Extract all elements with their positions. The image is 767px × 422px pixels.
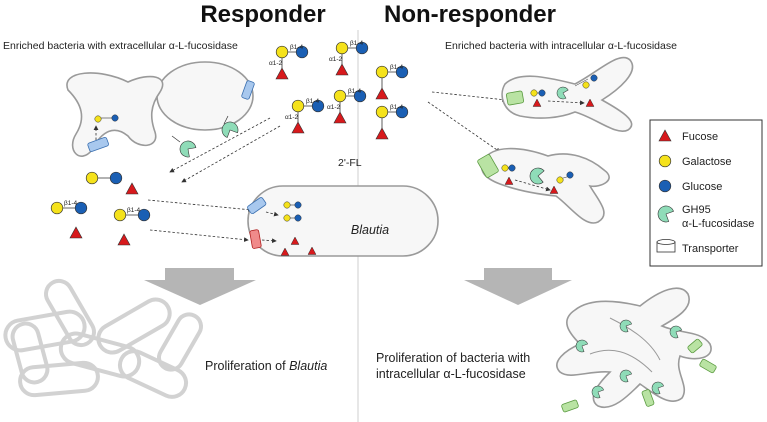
transporter-blue bbox=[247, 197, 267, 215]
svg-text:α1-2: α1-2 bbox=[329, 56, 343, 63]
svg-text:β1-4: β1-4 bbox=[64, 200, 78, 207]
blautia-label: Blautia bbox=[351, 223, 389, 237]
intracellular-bacterium-top bbox=[501, 56, 634, 132]
galactose-icon bbox=[94, 115, 102, 123]
legend-box: Fucose Galactose Glucose GH95 α-L-fucosi… bbox=[649, 119, 763, 267]
transporter-green bbox=[561, 399, 579, 413]
two-fl-molecule: β1-4 α1-2 bbox=[327, 88, 367, 124]
bacterium-branched bbox=[66, 72, 164, 157]
two-fl-molecule: β1-4 bbox=[375, 64, 409, 100]
two-fl-molecule: β1-4 bbox=[375, 104, 409, 140]
proliferation-arrow-left bbox=[144, 268, 256, 305]
svg-text:β1-4: β1-4 bbox=[290, 44, 304, 51]
intracellular-caption: Enriched bacteria with intracellular α-L… bbox=[445, 40, 677, 52]
two-fl-molecule: β1-4 α1-2 bbox=[285, 98, 325, 134]
intracellular-proliferation-line1: Proliferation of bacteria with bbox=[376, 351, 530, 365]
svg-text:β1-4: β1-4 bbox=[390, 64, 404, 71]
svg-text:α1-2: α1-2 bbox=[285, 114, 299, 121]
transporter-green bbox=[687, 338, 703, 354]
svg-text:β1-4: β1-4 bbox=[390, 104, 404, 111]
svg-text:β1-4: β1-4 bbox=[306, 98, 320, 105]
legend-fucosidase: α-L-fucosidase bbox=[682, 218, 754, 230]
transporter-icon bbox=[656, 239, 676, 253]
galactose-icon bbox=[658, 154, 672, 168]
legend-transporter: Transporter bbox=[682, 243, 739, 255]
transporter-green bbox=[641, 389, 655, 407]
svg-text:α1-2: α1-2 bbox=[327, 104, 341, 111]
transporter-green bbox=[699, 358, 717, 374]
transporter-red bbox=[249, 229, 262, 249]
two-fl-molecule: β1-4 α1-2 bbox=[329, 40, 369, 76]
bacterium-oval bbox=[156, 61, 254, 131]
transporter-green bbox=[505, 90, 525, 106]
non-responder-header: Non-responder bbox=[384, 1, 556, 28]
glucose-icon bbox=[111, 114, 119, 122]
two-fl-label: 2'-FL bbox=[338, 157, 362, 169]
blautia-cell: Blautia bbox=[247, 185, 439, 257]
svg-text:β1-4: β1-4 bbox=[350, 40, 364, 47]
blautia-proliferation-caption: Proliferation of Blautia bbox=[205, 359, 327, 373]
intracellular-bacterium-bottom bbox=[477, 147, 610, 224]
extracellular-caption: Enriched bacteria with extracellular α-L… bbox=[3, 40, 238, 52]
svg-text:β1-4: β1-4 bbox=[348, 88, 362, 95]
glucose-icon bbox=[658, 179, 672, 193]
extracellular-bacteria-cluster bbox=[66, 61, 255, 159]
legend-glucose: Glucose bbox=[682, 181, 722, 193]
legend-fucose: Fucose bbox=[682, 131, 718, 143]
svg-text:α1-2: α1-2 bbox=[269, 60, 283, 67]
blautia-proliferation-cluster bbox=[3, 278, 203, 399]
intracellular-proliferation-cluster bbox=[556, 287, 717, 413]
gh95-fucosidase-icon bbox=[178, 139, 198, 159]
transporter-blue bbox=[241, 80, 255, 100]
svg-text:β1-4: β1-4 bbox=[127, 207, 141, 214]
transporter-blue bbox=[87, 136, 109, 152]
proliferation-arrow-right bbox=[464, 268, 572, 305]
transporter-green bbox=[477, 154, 499, 178]
intracellular-proliferation-line2: intracellular α-L-fucosidase bbox=[376, 367, 526, 381]
two-fl-molecule: β1-4 α1-2 bbox=[269, 44, 309, 80]
legend-galactose: Galactose bbox=[682, 156, 732, 168]
legend-gh95: GH95 bbox=[682, 204, 711, 216]
responder-header: Responder bbox=[200, 1, 325, 28]
two-fl-pool: β1-4 α1-2 β1-4 α1-2 β1-4 β1-4 α1-2 β1-4 α1-2… bbox=[269, 40, 409, 169]
free-products: β1-4 β1-4 bbox=[50, 171, 151, 246]
